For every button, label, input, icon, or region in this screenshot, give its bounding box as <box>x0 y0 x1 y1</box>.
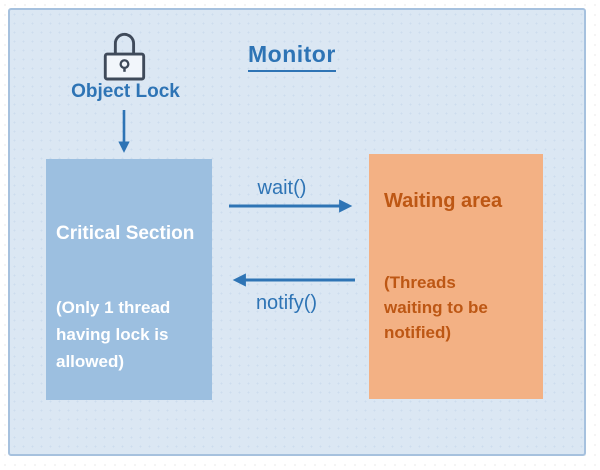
diagram-title: Monitor <box>248 41 336 72</box>
waiting-area-title: Waiting area <box>384 190 503 212</box>
notify-arrow-label: notify() <box>255 292 318 314</box>
waiting-area-note: (Threads waiting to be notified) <box>384 273 488 342</box>
critical-section-title: Critical Section <box>56 223 195 244</box>
critical-section-box: Critical Section (Only 1 thread having l… <box>46 159 212 400</box>
padlock-icon <box>100 27 148 88</box>
waiting-area-box: Waiting area (Threads waiting to be noti… <box>369 154 543 399</box>
wait-arrow-label: wait() <box>257 177 307 199</box>
critical-section-note: (Only 1 thread having lock is allowed) <box>56 298 171 371</box>
object-lock-label: Object Lock <box>71 81 180 102</box>
diagram-canvas: Monitor Object Lock Critical Section (On… <box>8 8 586 456</box>
